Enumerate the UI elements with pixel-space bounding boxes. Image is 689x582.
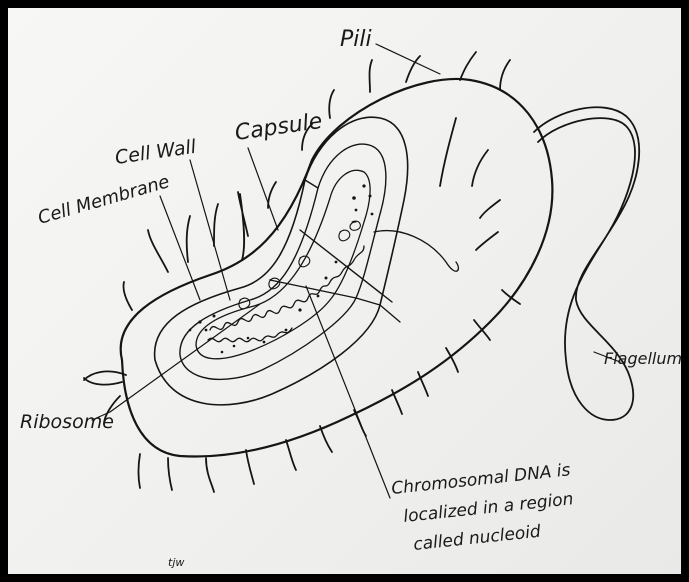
label-capsule: Capsule [233, 109, 323, 146]
label-cell-wall: Cell Wall [114, 136, 198, 169]
label-cell-membrane: Cell Membrane [36, 171, 172, 229]
signature: tjw [168, 556, 184, 569]
label-ribosome: Ribosome [20, 411, 114, 433]
label-flagellum: Flagellum [604, 349, 682, 368]
label-pili: Pili [340, 27, 372, 52]
label-nucleoid-line3: called nucleoid [412, 522, 541, 555]
